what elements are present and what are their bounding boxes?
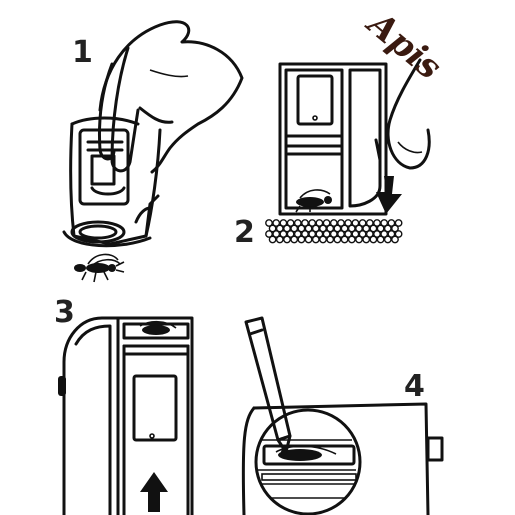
comb-cell <box>315 230 324 238</box>
down-arrow-icon-step-2 <box>376 176 402 214</box>
comb-cell <box>275 235 284 244</box>
marking-tube-device <box>62 116 162 248</box>
comb-cell <box>272 230 281 238</box>
comb-cell <box>297 224 306 233</box>
comb-cell <box>362 224 371 233</box>
comb-cell <box>358 219 367 227</box>
comb-cell <box>344 219 353 227</box>
comb-cell <box>369 224 378 233</box>
comb-cell <box>362 235 371 244</box>
step-3-number: 3 <box>54 295 75 330</box>
comb-cell <box>394 219 403 227</box>
bee-at-top-of-cage <box>139 320 177 335</box>
comb-cell <box>373 230 381 238</box>
comb-cell <box>337 219 345 227</box>
comb-cell <box>340 235 349 244</box>
comb-cell <box>304 235 313 244</box>
comb-cell <box>380 219 389 227</box>
comb-cell <box>326 235 335 244</box>
comb-cell <box>297 235 306 244</box>
comb-cell <box>290 235 299 244</box>
comb-cell <box>344 230 353 238</box>
comb-cell <box>268 235 277 244</box>
step-4-panel: 4 <box>241 316 444 515</box>
comb-cell <box>380 230 389 238</box>
comb-cell <box>301 219 309 227</box>
bee-illustration-step-1 <box>74 253 125 283</box>
comb-cell <box>283 235 291 244</box>
comb-cell <box>333 224 342 233</box>
comb-cell <box>340 224 349 233</box>
comb-cell <box>301 230 309 238</box>
comb-cell <box>319 235 327 244</box>
comb-cell <box>326 224 335 233</box>
comb-cell <box>322 219 331 227</box>
comb-cell <box>308 230 317 238</box>
comb-cell <box>315 219 324 227</box>
bee-under-grid <box>275 445 337 461</box>
comb-cell <box>319 224 327 233</box>
comb-cell <box>290 224 299 233</box>
comb-cell <box>351 219 360 227</box>
comb-cell <box>311 235 320 244</box>
comb-cell <box>369 235 378 244</box>
comb-cell <box>387 230 396 238</box>
comb-cell <box>293 219 302 227</box>
comb-cell <box>355 235 363 244</box>
comb-cell <box>373 219 381 227</box>
step-1-panel: 1 <box>62 20 244 283</box>
comb-cell <box>391 235 399 244</box>
comb-cell <box>275 224 284 233</box>
honeycomb-illustration <box>265 219 403 244</box>
bee-inside-cage <box>295 189 332 213</box>
comb-cell <box>329 219 338 227</box>
up-arrow-icon-step-3 <box>140 472 168 512</box>
comb-cell <box>265 230 273 238</box>
comb-cell <box>376 235 385 244</box>
comb-cell <box>286 230 295 238</box>
comb-cell <box>358 230 367 238</box>
step-4-number: 4 <box>404 369 425 404</box>
step-2-number: 2 <box>234 215 255 250</box>
comb-cell <box>279 230 288 238</box>
comb-cell <box>286 219 295 227</box>
marking-pen-illustration <box>244 316 292 455</box>
comb-cell <box>265 219 273 227</box>
comb-cell <box>391 224 399 233</box>
comb-cell <box>293 230 302 238</box>
comb-cell <box>272 219 281 227</box>
comb-cell <box>376 224 385 233</box>
comb-cell <box>355 224 363 233</box>
comb-cell <box>351 230 360 238</box>
comb-cell <box>394 230 403 238</box>
step-3-panel: 3 <box>54 295 194 515</box>
comb-cell <box>308 219 317 227</box>
comb-cell <box>383 224 392 233</box>
comb-cell <box>283 224 291 233</box>
comb-cell <box>279 219 288 227</box>
comb-cell <box>387 219 396 227</box>
comb-cell <box>365 230 374 238</box>
step-1-number: 1 <box>72 35 93 70</box>
comb-cell <box>311 224 320 233</box>
comb-cell <box>365 219 374 227</box>
comb-cell <box>337 230 345 238</box>
comb-cell <box>347 235 356 244</box>
comb-cell <box>304 224 313 233</box>
comb-cell <box>268 224 277 233</box>
marking-cage-top-view <box>241 402 444 515</box>
brand-logo-text: Apis <box>358 2 449 87</box>
comb-cell <box>333 235 342 244</box>
step-2-panel: 2 <box>234 58 431 250</box>
comb-cell <box>329 230 338 238</box>
comb-cell <box>347 224 356 233</box>
finger-illustration-step-2 <box>374 58 431 170</box>
marking-cage-front <box>278 62 388 216</box>
comb-cell <box>383 235 392 244</box>
marking-cage-side <box>58 316 194 515</box>
comb-cell <box>322 230 331 238</box>
